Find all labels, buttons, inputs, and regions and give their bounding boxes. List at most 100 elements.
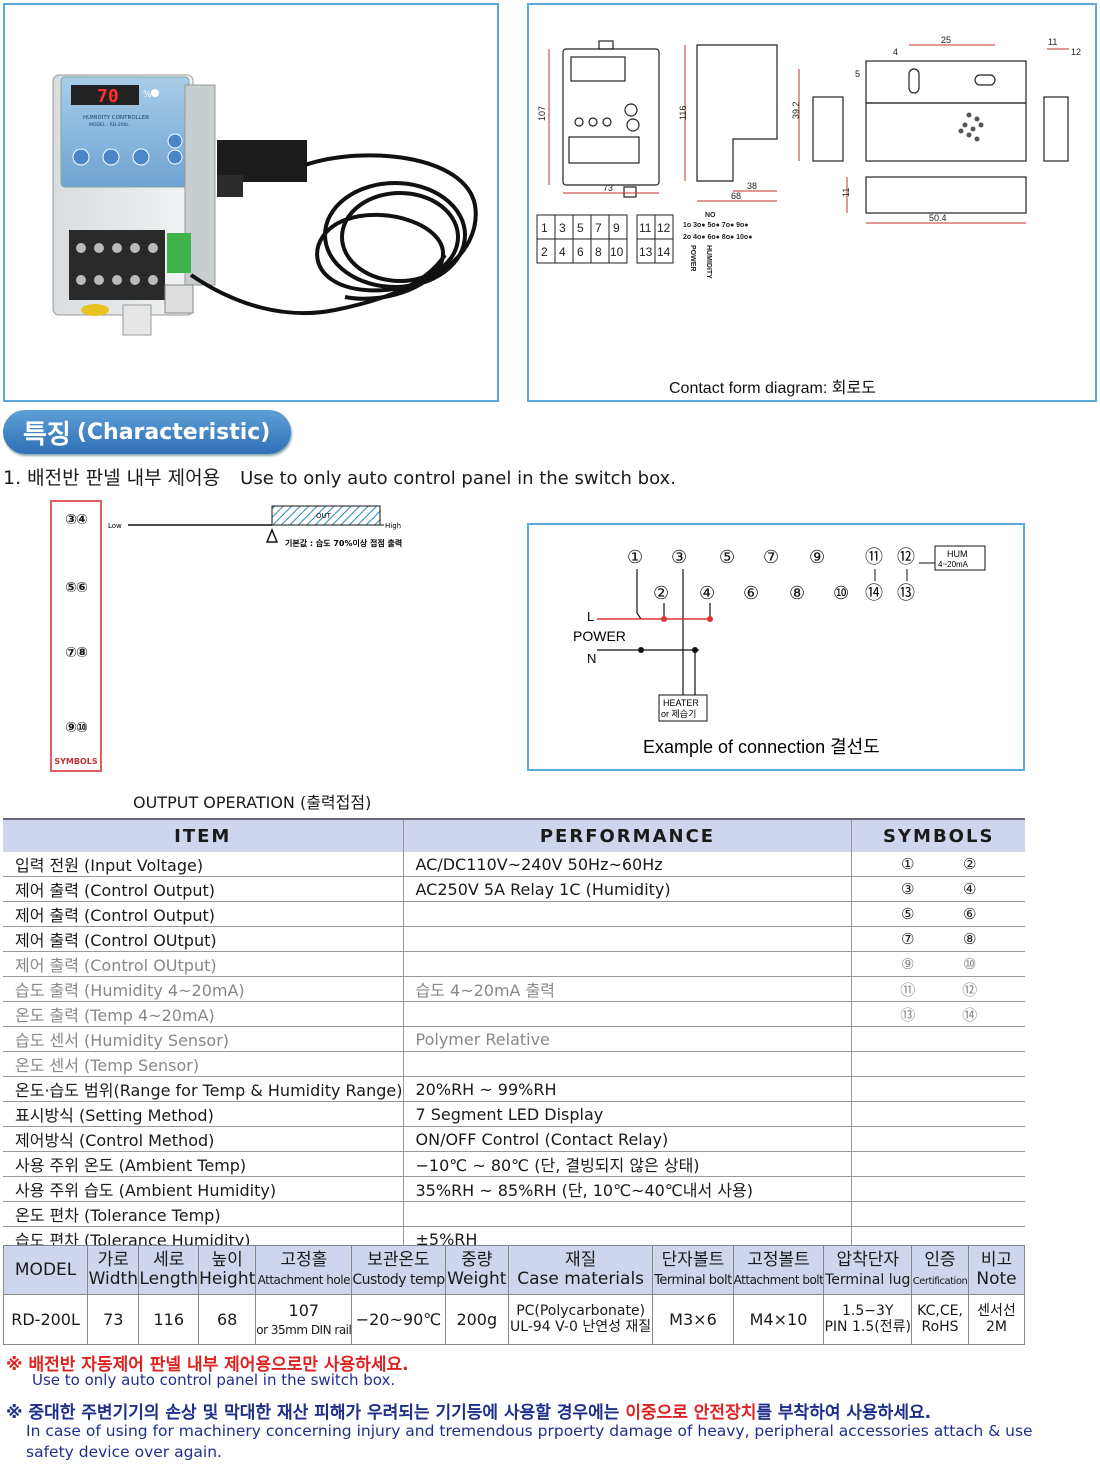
spec-symbol-a: ⑪ — [900, 980, 916, 999]
spec-performance: 20%RH ~ 99%RH — [403, 1076, 853, 1102]
case-value: PC(Polycarbonate)UL-94 V-0 난연성 재질 — [507, 1294, 654, 1345]
conn-node-4: ④ — [699, 583, 715, 603]
spec-performance — [403, 1051, 853, 1077]
heater-label: HEATER — [663, 698, 699, 708]
dim-sensor-side-1: 11 — [1048, 37, 1057, 47]
output-symbols-box: ③④ ⑤⑥ ⑦⑧ ⑨⑩ SYMBOLS — [50, 500, 102, 772]
spec-row: 습도 센서 (Humidity Sensor)Polymer Relative — [3, 1026, 1025, 1052]
spec-symbols — [851, 1101, 1025, 1127]
spec-symbols — [851, 1201, 1025, 1227]
conn-node-7: ⑦ — [763, 547, 779, 567]
dimension-diagram-panel: 107 73 116 38 68 25 4 5 39.2 11 50.4 11 … — [527, 3, 1097, 402]
spec-symbol-b: ⑥ — [963, 905, 977, 923]
conn-node-9: ⑨ — [809, 547, 825, 567]
legend-row-2: 2o 4o● 6o● 8o● 10o● — [683, 234, 752, 241]
terminal-3: 3 — [559, 221, 566, 235]
model-header-model: MODEL — [2, 1245, 89, 1295]
spec-item: 입력 전원 (Input Voltage) — [3, 852, 404, 877]
spec-item: 제어 출력 (Control OUtput) — [3, 951, 404, 977]
spec-item: 온도·습도 범위(Range for Temp & Humidity Range… — [3, 1076, 404, 1102]
spec-row: 온도 센서 (Temp Sensor) — [3, 1051, 1025, 1077]
dim-sensor-height: 39.2 — [791, 101, 801, 119]
conn-node-14: ⑭ — [865, 583, 883, 603]
line-n-label: N — [587, 651, 596, 666]
characteristic-heading: 특징 (Characteristic) — [3, 410, 291, 454]
characteristic-title-en: (Characteristic) — [76, 419, 271, 445]
chart-high-label: High — [385, 522, 401, 530]
spec-symbols — [851, 1151, 1025, 1177]
spec-item: 습도 출력 (Humidity 4~20mA) — [3, 976, 404, 1002]
note-1-ko: ※ 배전반 자동제어 판넬 내부 제어용으로만 사용하세요. — [6, 1355, 409, 1375]
symbols-label: SYMBOLS — [54, 757, 98, 766]
dim-sensor-length: 25 — [941, 35, 951, 45]
terminal-7: 7 — [595, 221, 602, 235]
connection-diagram: ① ③ ⑤ ⑦ ⑨ ⑪ ⑫ ② ④ ⑥ ⑧ ⑩ ⑭ ⑬ HUM 4~20mA — [573, 545, 986, 757]
cert-value: KC,CE,RoHS — [911, 1294, 969, 1345]
model-value: RD-200L — [2, 1294, 89, 1345]
spec-table: ITEM PERFORMANCE SYMBOLS 입력 전원 (Input Vo… — [3, 818, 1025, 1277]
device-title: HUMIDITY CONTROLLER — [83, 115, 149, 121]
spec-row: 표시방식 (Setting Method)7 Segment LED Displ… — [3, 1101, 1025, 1127]
terminal-4: 4 — [559, 245, 566, 259]
connection-example-panel: ① ③ ⑤ ⑦ ⑨ ⑪ ⑫ ② ④ ⑥ ⑧ ⑩ ⑭ ⑬ HUM 4~20mA — [527, 523, 1025, 771]
product-photo-panel: 8 70 % HUMIDITY CONTROLLER MODEL : RD-20… — [3, 3, 499, 402]
hum-sub-label: 4~20mA — [938, 560, 969, 569]
spec-symbol-a: ③ — [901, 880, 915, 898]
line-l-label: L — [587, 609, 594, 624]
weight-value: 200g — [444, 1294, 510, 1345]
legend-humidity: HUMIDITY — [705, 245, 712, 279]
legend-no: NO — [705, 212, 716, 219]
spec-row: 입력 전원 (Input Voltage)AC/DC110V~240V 50Hz… — [3, 852, 1025, 877]
length-value: 116 — [138, 1294, 200, 1345]
height-value: 68 — [198, 1294, 257, 1345]
spec-item: 사용 주위 온도 (Ambient Temp) — [3, 1151, 404, 1177]
terminal-1: 1 — [541, 221, 548, 235]
conn-node-1: ① — [627, 547, 643, 567]
conn-node-2: ② — [653, 583, 669, 603]
power-label: POWER — [573, 628, 626, 644]
feature-ko: 1. 배전반 판넬 내부 제어용 — [3, 467, 221, 489]
spec-symbol-b: ④ — [963, 880, 977, 898]
spec-item: 표시방식 (Setting Method) — [3, 1101, 404, 1127]
dim-front-width: 73 — [603, 183, 613, 193]
terminal-6: 6 — [577, 245, 584, 259]
conn-node-8: ⑧ — [789, 583, 805, 603]
dim-side-height: 116 — [678, 106, 688, 120]
spec-row: 온도 편차 (Tolerance Temp) — [3, 1201, 1025, 1227]
spec-item: 제어방식 (Control Method) — [3, 1126, 404, 1152]
spec-symbol-b: ② — [963, 855, 977, 873]
output-operation-caption: OUTPUT OPERATION (출력접점) — [133, 793, 372, 812]
product-photo: 8 70 % HUMIDITY CONTROLLER MODEL : RD-20… — [52, 74, 478, 336]
dim-side-depth-1: 38 — [747, 181, 757, 191]
svg-text:8: 8 — [77, 87, 87, 106]
spec-item: 제어 출력 (Control Output) — [3, 876, 404, 902]
terminal-9: 9 — [613, 221, 620, 235]
conn-node-3: ③ — [671, 547, 687, 567]
spec-row: 제어 출력 (Control Output)AC250V 5A Relay 1C… — [3, 876, 1025, 902]
spec-symbols — [851, 1126, 1025, 1152]
spec-performance — [403, 1001, 853, 1027]
spec-symbols — [851, 1176, 1025, 1202]
spec-performance: −10℃ ~ 80℃ (단, 결빙되지 않은 상태) — [403, 1151, 853, 1177]
dimension-drawing: 107 73 116 38 68 25 4 5 39.2 11 50.4 11 … — [536, 35, 1081, 397]
spec-row: 사용 주위 습도 (Ambient Humidity)35%RH ~ 85%RH… — [3, 1176, 1025, 1202]
conn-node-12: ⑫ — [897, 547, 915, 567]
feature-line: 1. 배전반 판넬 내부 제어용 Use to only auto contro… — [3, 463, 676, 490]
symbol-7-8: ⑦⑧ — [65, 645, 88, 661]
